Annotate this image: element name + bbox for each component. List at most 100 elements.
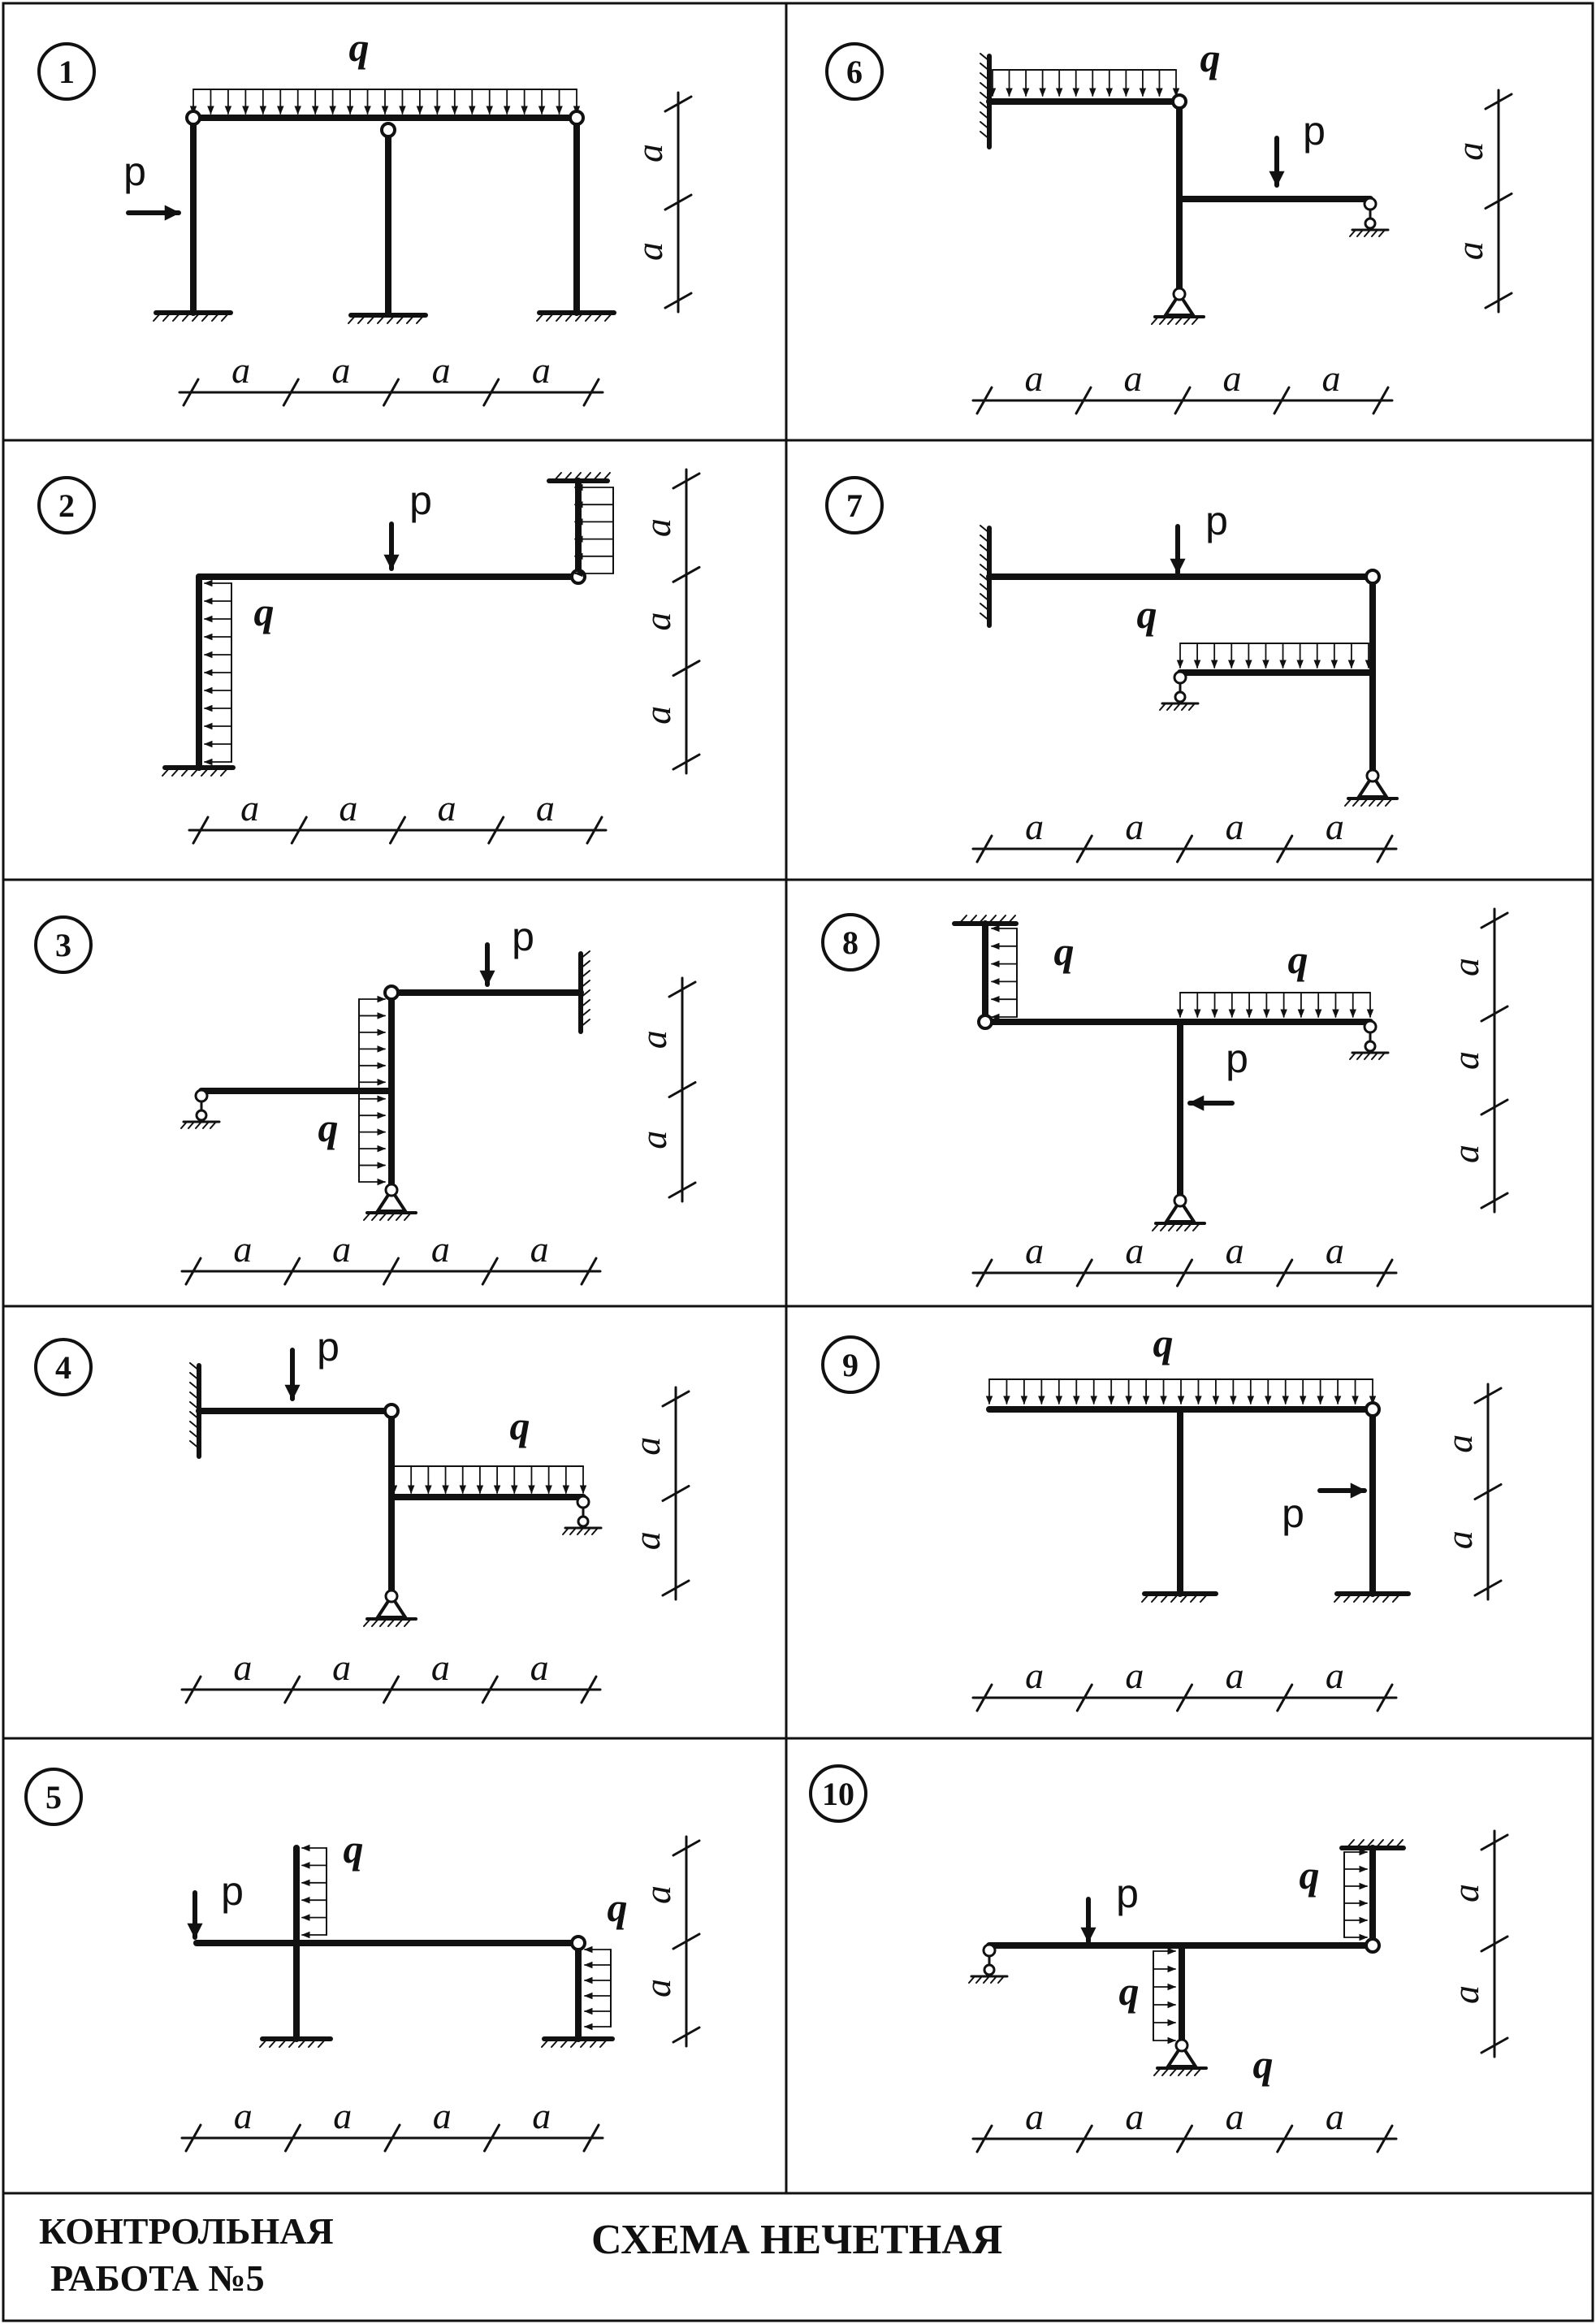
distributed-load-q (985, 1378, 1377, 1405)
dimension-label-a: a (332, 1647, 351, 1688)
hinge-joint (569, 110, 585, 126)
svg-text:9: 9 (842, 1347, 859, 1383)
dimension-label-a: a (1125, 1230, 1144, 1271)
dimension-label-a: a (431, 1228, 450, 1270)
hinge-joint (570, 569, 586, 585)
roller-support (1349, 1019, 1390, 1060)
distributed-load-q (358, 995, 387, 1186)
fixed-support (1339, 1839, 1406, 1850)
dimension-label-a: a (629, 144, 670, 162)
load-label-q: q (318, 1105, 339, 1150)
dimension-label-a: a (332, 1228, 351, 1270)
distributed-load-q (1153, 1947, 1177, 2045)
dimension-label-a: a (231, 349, 250, 391)
scheme-number: 9 (821, 1335, 880, 1394)
load-label-q: q (349, 24, 370, 70)
svg-text:10: 10 (822, 1776, 854, 1812)
scheme-number: 5 (24, 1768, 83, 1826)
load-label-q: q (1119, 1968, 1140, 2014)
load-label-p: p (1205, 498, 1228, 543)
distributed-load-q (1343, 1848, 1369, 1941)
scheme-number: 2 (37, 476, 96, 534)
dimension-label-a: a (1226, 2096, 1244, 2137)
dimension-label-a: a (532, 2095, 551, 2136)
dimension-label-a: a (438, 787, 456, 829)
dimension-label-a: a (1025, 2096, 1044, 2137)
dimension-label-a: a (1226, 1230, 1244, 1271)
distributed-load-q (988, 69, 1180, 97)
distributed-load-q (390, 1465, 587, 1495)
load-label-p: p (221, 1868, 244, 1914)
fixed-support (1141, 1591, 1218, 1603)
fixed-support (536, 310, 616, 322)
scheme-number: 7 (825, 476, 884, 534)
distributed-load-q (203, 579, 232, 766)
dimension-label-a: a (629, 242, 670, 261)
fixed-support (153, 310, 233, 322)
vertical-dimension: aa (1445, 1829, 1509, 2058)
distributed-load-q (1176, 643, 1373, 669)
hinge-joint (570, 1935, 586, 1951)
dimension-label-a: a (1025, 357, 1044, 399)
dimension-label-a: a (1445, 1985, 1486, 2004)
distributed-load-q (189, 89, 581, 115)
scheme-number: 3 (34, 915, 93, 974)
dimension-label-a: a (1326, 2096, 1344, 2137)
hinge-joint (185, 110, 201, 126)
dimension-label-a: a (1226, 1655, 1244, 1696)
dimension-label-a: a (536, 787, 555, 829)
fixed-wall-support (189, 1362, 201, 1459)
fixed-support (348, 313, 428, 324)
dimension-label-a: a (530, 1647, 549, 1688)
fixed-wall-support (578, 950, 590, 1034)
hinge-joint (383, 985, 400, 1001)
load-label-q: q (344, 1826, 364, 1872)
load-label-p: p (1282, 1491, 1304, 1536)
scheme-number: 10 (809, 1764, 867, 1823)
fixed-support (952, 915, 1019, 926)
footer-scheme-title: СХЕМА НЕЧЕТНАЯ (591, 2217, 1003, 2263)
dimension-label-a: a (333, 2095, 352, 2136)
roller-support (968, 1943, 1009, 1984)
scheme-number: 6 (825, 42, 884, 101)
dimension-label-a: a (637, 518, 678, 537)
hinge-joint (1365, 1401, 1381, 1417)
dimension-label-a: a (637, 1885, 678, 1904)
dimension-label-a: a (532, 349, 551, 391)
roller-support (1159, 670, 1200, 711)
load-label-q: q (608, 1885, 628, 1930)
load-label-p: p (123, 149, 146, 194)
fixed-wall-support (980, 53, 992, 149)
dimension-label-a: a (432, 349, 451, 391)
load-label-p: p (1116, 1871, 1139, 1916)
vertical-dimension: aa (629, 91, 693, 314)
vertical-dimension: aaa (637, 468, 701, 775)
dimension-label-a: a (1223, 357, 1242, 399)
vertical-dimension: aa (637, 1835, 701, 2048)
dimension-label-a: a (633, 1131, 674, 1149)
distributed-load-q (583, 1945, 612, 2031)
dimension-label-a: a (1445, 1884, 1486, 1902)
pin-support (1344, 768, 1399, 807)
fixed-support (162, 765, 236, 777)
load-label-p: p (317, 1324, 340, 1370)
scheme-number: 1 (37, 42, 96, 101)
hinge-joint (383, 1403, 400, 1419)
load-label-q: q (1253, 2041, 1274, 2087)
svg-text:2: 2 (58, 487, 75, 524)
scheme-number: 8 (821, 913, 880, 972)
hinge-joint (1365, 1937, 1381, 1954)
fixed-support (541, 2036, 615, 2048)
